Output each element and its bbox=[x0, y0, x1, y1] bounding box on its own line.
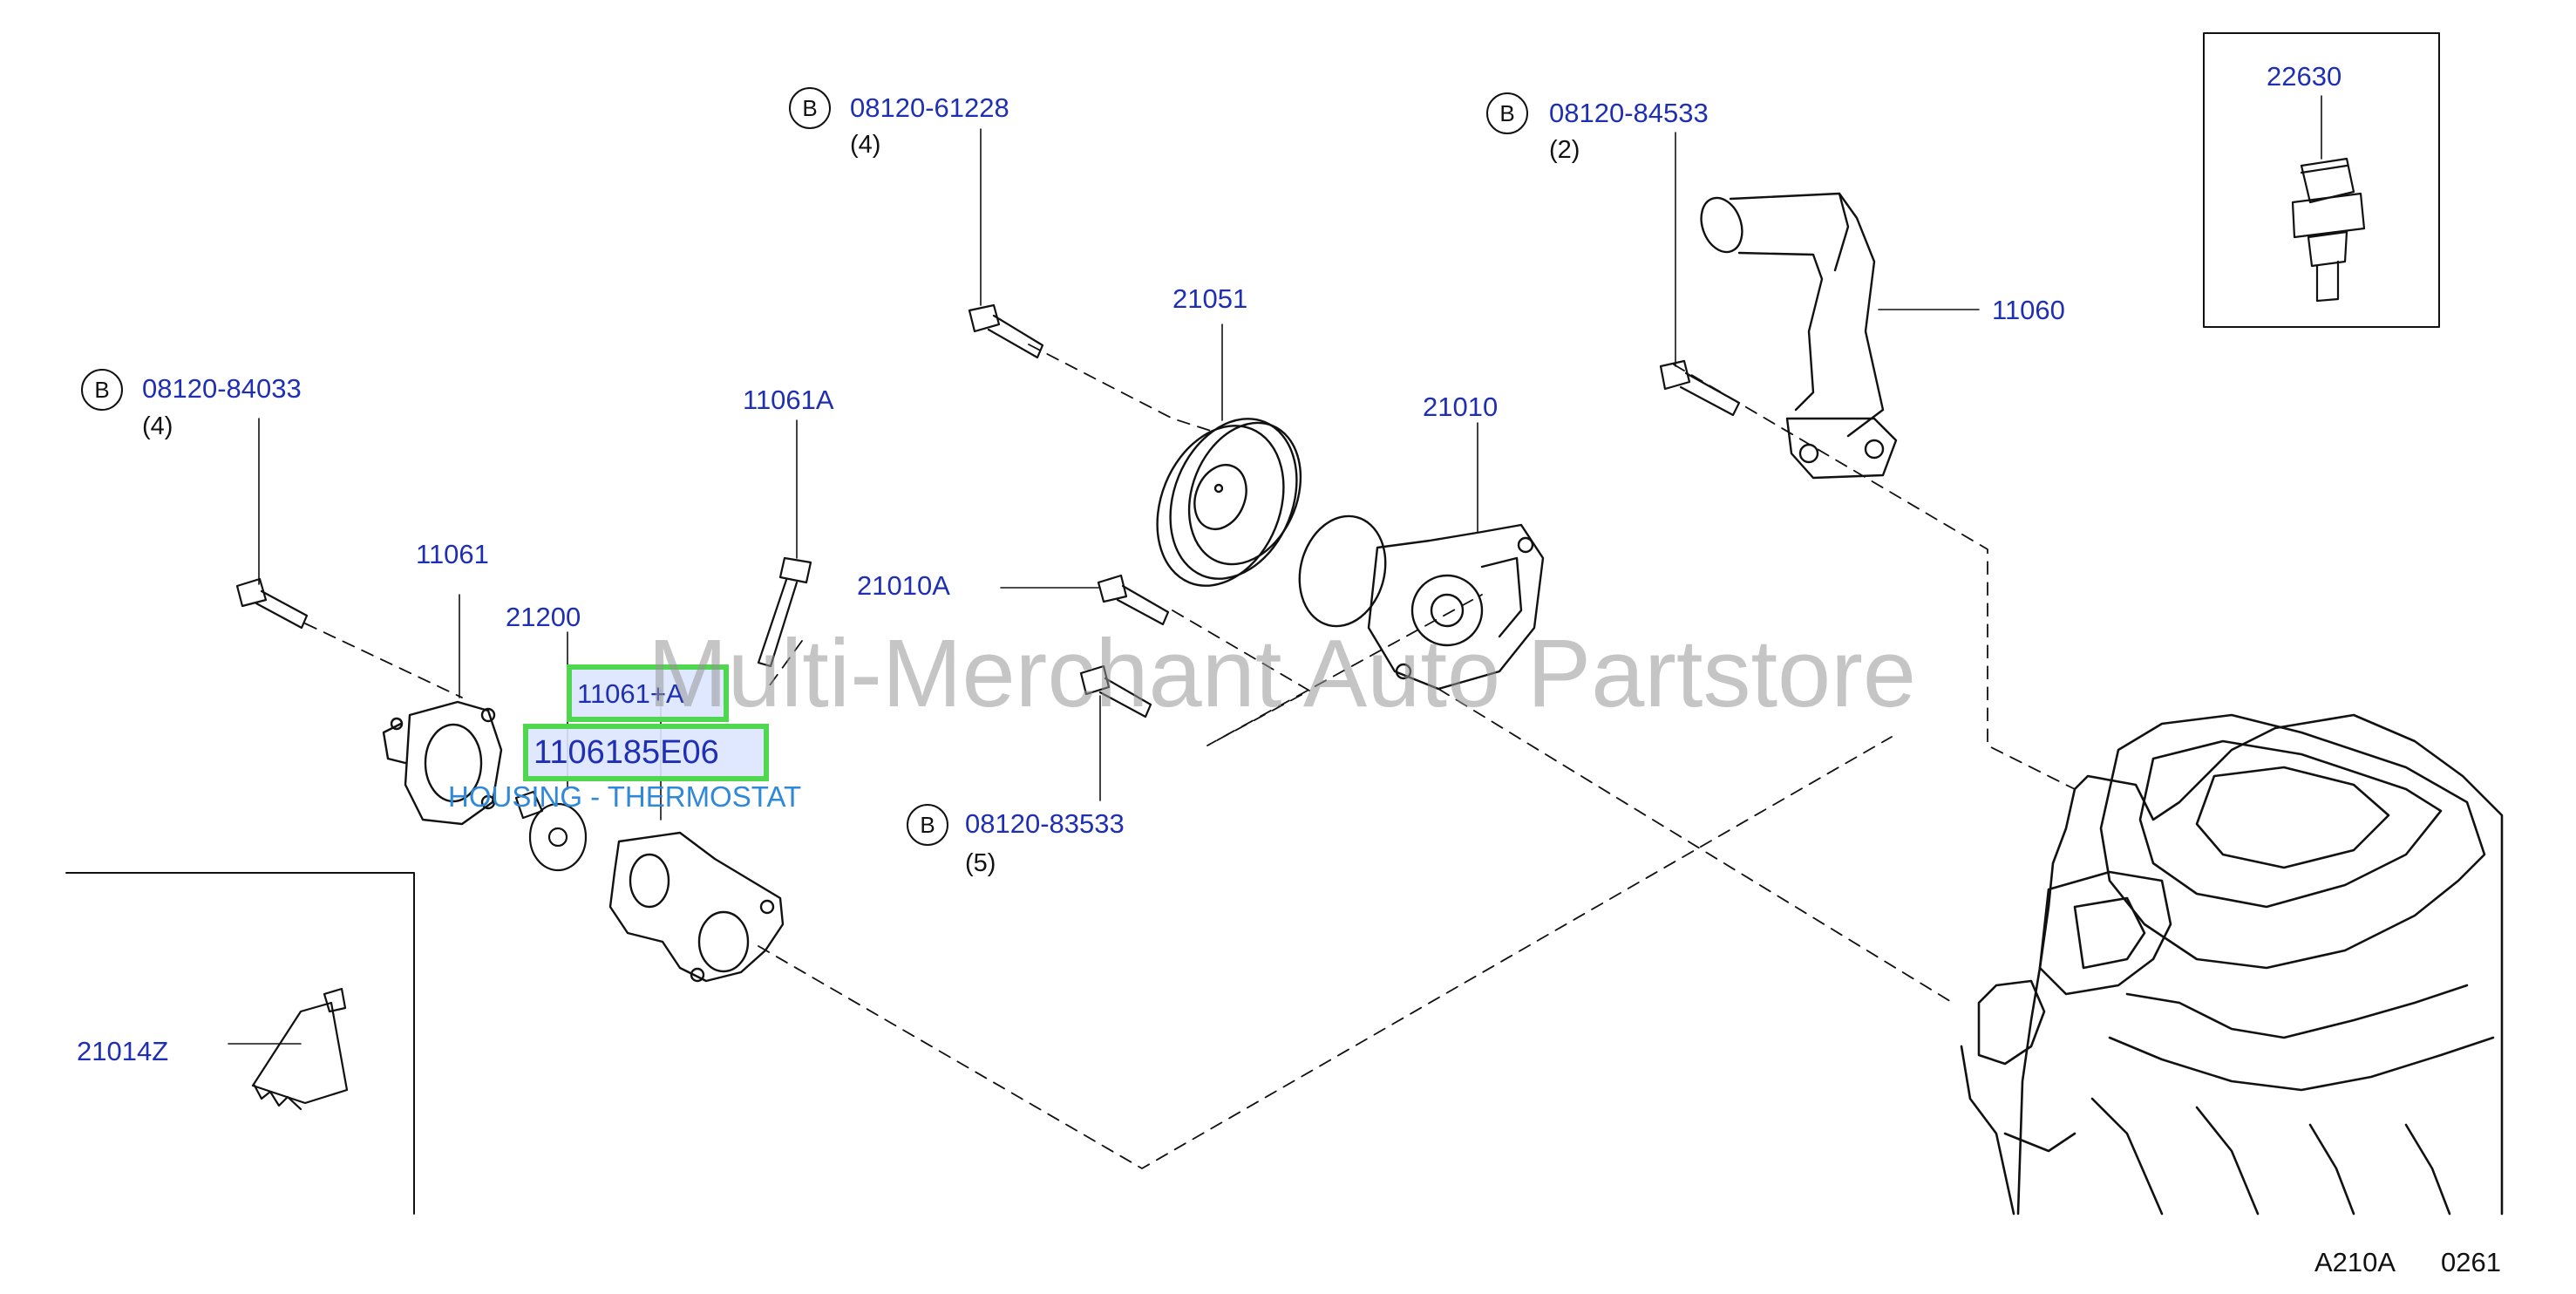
bolt-83533-drawing bbox=[1079, 664, 1152, 719]
part-label-11061[interactable]: 11061 bbox=[416, 539, 489, 569]
part-label-08120-61228[interactable]: 08120-61228 bbox=[850, 92, 1009, 123]
bolt-marker-83533: B bbox=[907, 804, 948, 846]
part-label-22630[interactable]: 22630 bbox=[2267, 61, 2342, 92]
thermostat-housing-lower-drawing bbox=[608, 831, 785, 983]
leader-lines bbox=[228, 95, 2322, 1045]
assembly-dashes bbox=[304, 344, 2076, 1169]
water-outlet-pipe-drawing bbox=[1700, 192, 1898, 480]
bolt-marker-84533: B bbox=[1486, 92, 1528, 134]
bolt-61228-drawing bbox=[968, 303, 1044, 359]
bolt-marker-61228: B bbox=[789, 87, 831, 129]
part-description: HOUSING - THERMOSTAT bbox=[448, 780, 802, 813]
qty-label-84533: (2) bbox=[1549, 136, 1580, 164]
watermark-text: Multi-Merchant Auto Partstore bbox=[648, 620, 1917, 727]
sheet-number: 0261 bbox=[2441, 1247, 2501, 1277]
coolant-temp-sensor bbox=[2291, 157, 2366, 303]
sealant-tube-drawing bbox=[251, 987, 349, 1111]
bolt-84033-drawing bbox=[235, 577, 309, 630]
bolt-marker-84033: B bbox=[81, 369, 123, 411]
diagram-code: A210A bbox=[2314, 1247, 2396, 1277]
part-label-21200[interactable]: 21200 bbox=[506, 602, 581, 632]
bolt-21010A-drawing bbox=[1097, 574, 1170, 626]
part-label-08120-83533[interactable]: 08120-83533 bbox=[965, 808, 1125, 839]
part-label-21014Z[interactable]: 21014Z bbox=[77, 1036, 169, 1066]
qty-label-61228: (4) bbox=[850, 131, 881, 159]
part-label-11060[interactable]: 11060 bbox=[1992, 295, 2065, 325]
part-label-08120-84533[interactable]: 08120-84533 bbox=[1549, 98, 1709, 128]
tube-inset-frame bbox=[65, 872, 415, 1215]
thermostat-drawing bbox=[514, 790, 588, 872]
highlight-primary-part[interactable]: 11061+A bbox=[567, 664, 729, 722]
part-label-08120-84033[interactable]: 08120-84033 bbox=[142, 373, 302, 404]
thermostat-housing-drawing bbox=[382, 700, 503, 826]
part-label-11061A[interactable]: 11061A bbox=[743, 385, 834, 415]
water-pump-drawing bbox=[1298, 514, 1545, 691]
part-label-21051[interactable]: 21051 bbox=[1172, 283, 1248, 314]
engine-block-drawing bbox=[1960, 713, 2504, 1216]
part-label-21010[interactable]: 21010 bbox=[1423, 392, 1499, 422]
part-label-21010A[interactable]: 21010A bbox=[857, 570, 950, 601]
stud-11061A-drawing bbox=[757, 556, 812, 668]
qty-label-83533: (5) bbox=[965, 849, 996, 877]
bolt-84533-drawing bbox=[1659, 359, 1741, 417]
sensor-inset-frame bbox=[2203, 32, 2440, 328]
qty-label-84033: (4) bbox=[142, 412, 173, 440]
highlight-selected-part[interactable]: 1106185E06 bbox=[523, 724, 769, 781]
water-pump-pulley-drawing bbox=[1156, 418, 1302, 587]
